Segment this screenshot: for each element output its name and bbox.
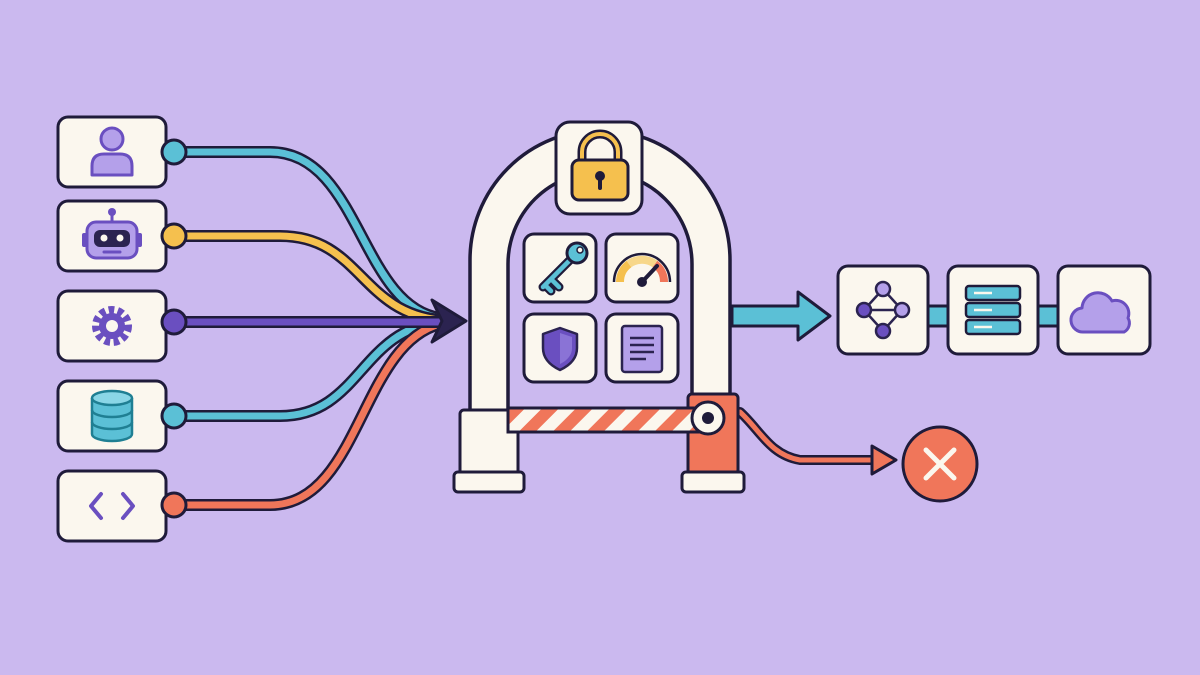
connector-server-cloud: [1034, 304, 1062, 328]
source-card-user[interactable]: [56, 115, 168, 189]
flow-bot: [166, 230, 446, 326]
target-card-cloud[interactable]: [1056, 264, 1152, 356]
document-icon: [620, 324, 664, 374]
lock-badge: [554, 120, 644, 216]
rejected-flow: [735, 407, 885, 465]
source-card-service[interactable]: [56, 289, 168, 363]
check-tile-gauge: [604, 232, 680, 304]
code-icon: [89, 492, 135, 520]
database-icon: [90, 389, 134, 443]
source-card-bot[interactable]: [56, 199, 168, 273]
port-service: [160, 308, 188, 336]
network-icon: [855, 280, 911, 340]
port-bot: [160, 222, 188, 250]
gauge-icon: [612, 252, 672, 287]
robot-icon: [82, 208, 142, 260]
port-user: [160, 138, 188, 166]
merge-arrowhead: [430, 298, 468, 344]
allowed-flow: [730, 290, 832, 342]
rejected-arrowhead: [870, 444, 898, 476]
check-tile-shield: [522, 312, 598, 384]
reject-x-icon: [923, 447, 957, 481]
reject-badge: [901, 425, 979, 503]
cloud-icon: [1069, 291, 1131, 334]
gear-icon: [92, 306, 132, 346]
flow-database: [166, 316, 446, 422]
check-tile-key: [522, 232, 598, 304]
connector-network-server: [924, 304, 952, 328]
shield-icon: [541, 326, 579, 372]
server-icon: [964, 284, 1022, 336]
target-card-network[interactable]: [836, 264, 930, 356]
flow-user: [166, 146, 446, 324]
target-card-server[interactable]: [946, 264, 1040, 356]
padlock-icon: [570, 129, 630, 202]
source-card-code[interactable]: [56, 469, 168, 543]
port-database: [160, 402, 188, 430]
check-tile-document: [604, 312, 680, 384]
port-code: [160, 491, 188, 519]
key-icon: [538, 241, 589, 296]
incoming-flows: [166, 146, 446, 511]
barrier-arm: [506, 406, 708, 434]
flow-code: [166, 318, 446, 511]
source-card-database[interactable]: [56, 379, 168, 453]
barrier-gate[interactable]: [506, 392, 746, 494]
user-icon: [90, 126, 134, 177]
